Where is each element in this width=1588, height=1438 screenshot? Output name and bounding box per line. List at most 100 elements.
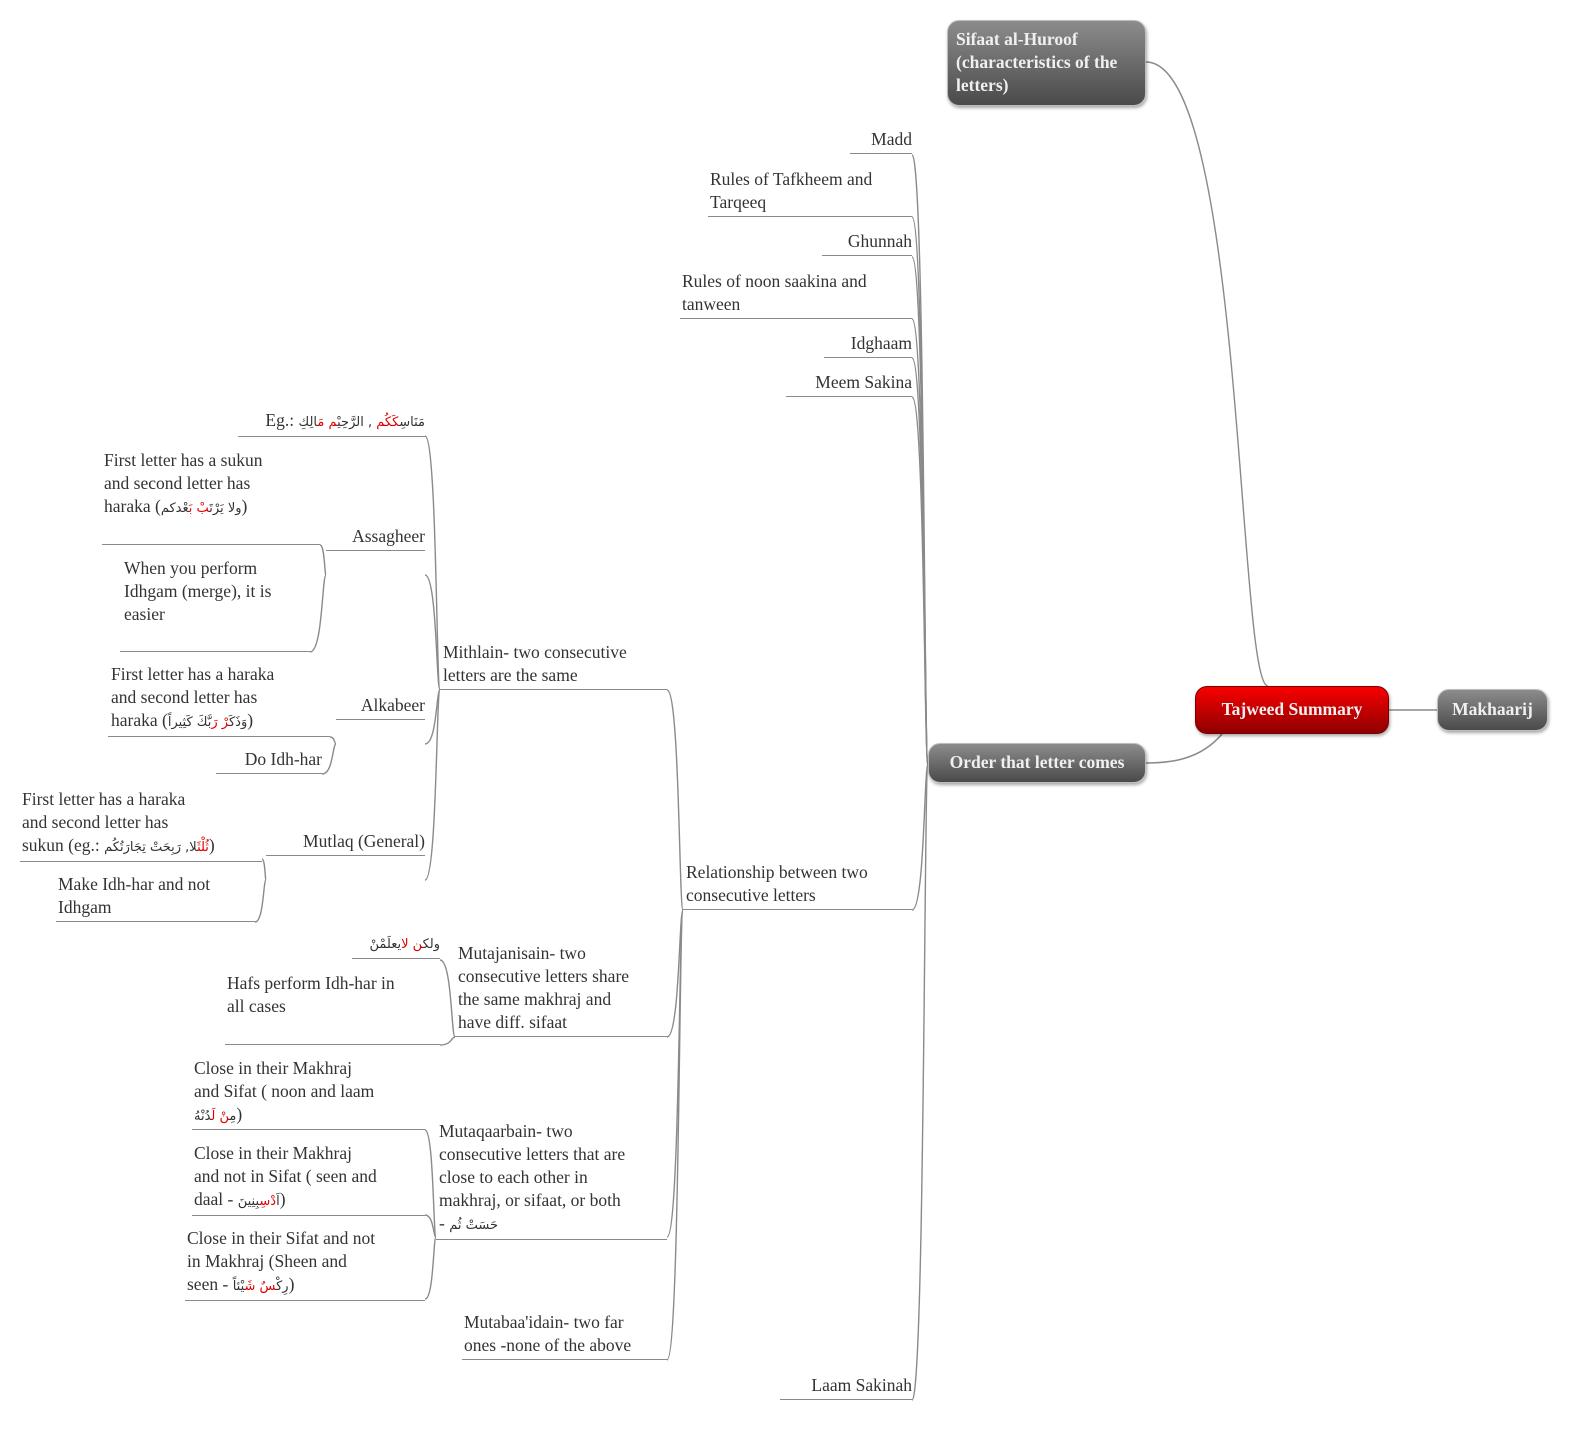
node-order[interactable]: Order that letter comes: [928, 743, 1146, 783]
node-do-idhhar[interactable]: Do Idh-har: [216, 748, 322, 774]
arabic-highlight: ن لا: [401, 937, 423, 952]
node-meem-sakina[interactable]: Meem Sakina: [786, 371, 912, 397]
node-example[interactable]: Eg.: مَنَاسِكَكُم , الرَّحِيْم مَالِكِ: [238, 409, 425, 437]
node-text: First letter has a haraka and second let…: [22, 789, 186, 855]
arabic-text: الِكِ: [298, 415, 318, 430]
node-text: ): [236, 1104, 243, 1124]
arabic-example: رِكْسٌ شَيْئاً: [233, 1279, 289, 1294]
arabic-example: ثُلْثَلا, رَبِحَتْ تِجَارَتُكُم: [104, 840, 209, 855]
central-node-tajweed-summary[interactable]: Tajweed Summary: [1195, 686, 1389, 734]
arabic-text: اَ: [276, 1194, 280, 1209]
arabic-example: مِنْ لَدُنْهُ: [194, 1109, 236, 1124]
arabic-highlight: ثُلْثَ: [197, 840, 209, 855]
node-text: Mutaqaarbain- two consecutive letters th…: [439, 1121, 626, 1233]
arabic-text: بَّكَ كَثِيراً: [167, 715, 212, 730]
node-noon-saakina[interactable]: Rules of noon saakina and tanween: [680, 270, 912, 319]
connector-line: [911, 396, 929, 766]
connector-line: [329, 736, 337, 745]
node-laam-sakinah[interactable]: Laam Sakinah: [780, 1374, 912, 1400]
node-text: ): [279, 1189, 286, 1209]
node-sukun-haraka[interactable]: First letter has a sukun and second lett…: [102, 449, 320, 545]
arabic-text: , الرَّحِيْ: [337, 415, 377, 430]
node-ghunnah[interactable]: Ghunnah: [822, 230, 912, 256]
node-assagheer[interactable]: Assagheer: [326, 525, 425, 551]
node-close-sifat-not-makhraj[interactable]: Close in their Sifat and not in Makhraj …: [185, 1227, 425, 1301]
arabic-text: ولا يَرْتَ: [209, 501, 242, 516]
connector-line: [439, 1036, 456, 1046]
node-mutajanisain[interactable]: Mutajanisain- two consecutive letters sh…: [455, 942, 669, 1037]
node-label: Sifaat al-Huroof (characteristics of the…: [956, 29, 1118, 95]
connector-line: [319, 544, 327, 576]
node-text: ): [241, 496, 248, 516]
arabic-text: بِنِينَ: [237, 1194, 260, 1209]
arabic-example: ولا يَرْتَبْ بَعْدكم: [161, 501, 242, 516]
node-haraka-sukun[interactable]: First letter has a haraka and second let…: [20, 788, 262, 862]
connector-line: [424, 435, 441, 691]
arabic-highlight: بْ بَ: [188, 501, 210, 516]
connector-line: [261, 858, 267, 881]
node-mutlaq[interactable]: Mutlaq (General): [266, 830, 425, 856]
connector-line: [321, 743, 337, 775]
node-mutaqaarbain[interactable]: Mutaqaarbain- two consecutive letters th…: [436, 1120, 667, 1240]
node-relationship[interactable]: Relationship between two consecutive let…: [683, 861, 912, 910]
node-close-makhraj-sifat[interactable]: Close in their Makhraj and Sifat ( noon …: [192, 1057, 390, 1130]
node-sifaat[interactable]: Sifaat al-Huroof (characteristics of the…: [947, 20, 1146, 106]
node-idhgam-easier[interactable]: When you perform Idhgam (merge), it is e…: [120, 557, 310, 652]
node-tafkheem[interactable]: Rules of Tafkheem and Tarqeeq: [708, 168, 912, 217]
connector-central-order: [1145, 733, 1223, 764]
connector-line: [424, 689, 441, 881]
arabic-highlight: كَكُم: [376, 415, 400, 430]
node-label: Makhaarij: [1452, 699, 1533, 719]
node-idghaam[interactable]: Idghaam: [824, 332, 912, 358]
node-label: Order that letter comes: [949, 752, 1125, 772]
arabic-text: لا, رَبِحَتْ تِجَارَتُكُم: [104, 840, 198, 855]
arabic-highlight: دْسِ: [259, 1194, 277, 1209]
node-close-makhraj-not-sifat[interactable]: Close in their Makhraj and not in Sifat …: [192, 1142, 425, 1216]
underline: [192, 1129, 425, 1130]
connector-line: [666, 909, 684, 1361]
arabic-text: عْدكم: [160, 501, 189, 516]
arabic-text: مَنَاسِ: [399, 415, 425, 430]
arabic-highlight: م مَ: [317, 415, 338, 430]
node-hafs-idhhar[interactable]: Hafs perform Idh-har in all cases: [225, 972, 440, 1045]
connector-line: [254, 879, 267, 923]
node-make-idhhar[interactable]: Make Idh-har and not Idhgam: [56, 873, 255, 922]
connector-line: [439, 959, 456, 1038]
connector-line: [666, 689, 684, 911]
arabic-text: دُنْهُ: [194, 1109, 212, 1124]
node-mutabaaidain[interactable]: Mutabaa'idain- two far ones -none of the…: [462, 1311, 667, 1360]
node-text: Close in their Sifat and not in Makhraj …: [187, 1228, 376, 1294]
connector-line: [309, 574, 327, 653]
node-text: Close in their Makhraj and not in Sifat …: [194, 1143, 377, 1209]
arabic-example: مَنَاسِكَكُم , الرَّحِيْم مَالِكِ: [298, 415, 425, 430]
connector-central-sifaat: [1145, 61, 1269, 687]
node-haraka-haraka[interactable]: First letter has a haraka and second let…: [108, 663, 330, 737]
node-text: ): [208, 835, 215, 855]
arabic-example: اَدْسِبِنِينَ: [238, 1194, 280, 1209]
arabic-example: وَذَكَرْ رَبَّكَ كَثِيراً: [168, 715, 247, 730]
arabic-highlight: نْ لَ: [211, 1109, 230, 1124]
node-text: Close in their Makhraj and Sifat ( noon …: [194, 1058, 375, 1101]
node-makhaarij[interactable]: Makhaarij: [1437, 689, 1548, 731]
arabic-example: ولكن لايعلَمْنْ: [370, 937, 440, 952]
arabic-text: ولك: [422, 937, 440, 952]
node-walakin-example[interactable]: ولكن لايعلَمْنْ: [352, 931, 440, 959]
node-text: Eg.:: [265, 410, 299, 430]
connector-line: [424, 1129, 437, 1238]
arabic-highlight: سٌ شَ: [244, 1279, 277, 1294]
connector-line: [424, 1236, 437, 1300]
connector-line: [911, 764, 929, 911]
node-text: First letter has a haraka and second let…: [111, 664, 275, 730]
connector-line: [424, 574, 441, 691]
arabic-example: حَسَتْ ثُم: [449, 1218, 499, 1233]
node-alkabeer[interactable]: Alkabeer: [336, 694, 425, 720]
arabic-text: يعلَمْنْ: [369, 937, 402, 952]
arabic-text: رِكْ: [276, 1279, 289, 1294]
node-text: ): [247, 710, 254, 730]
connector-line: [424, 1214, 437, 1238]
node-madd[interactable]: Madd: [850, 128, 912, 154]
arabic-text: وَذَكَ: [228, 715, 248, 730]
node-mithlain[interactable]: Mithlain- two consecutive letters are th…: [440, 641, 667, 690]
arabic-text: مِ: [229, 1109, 237, 1124]
